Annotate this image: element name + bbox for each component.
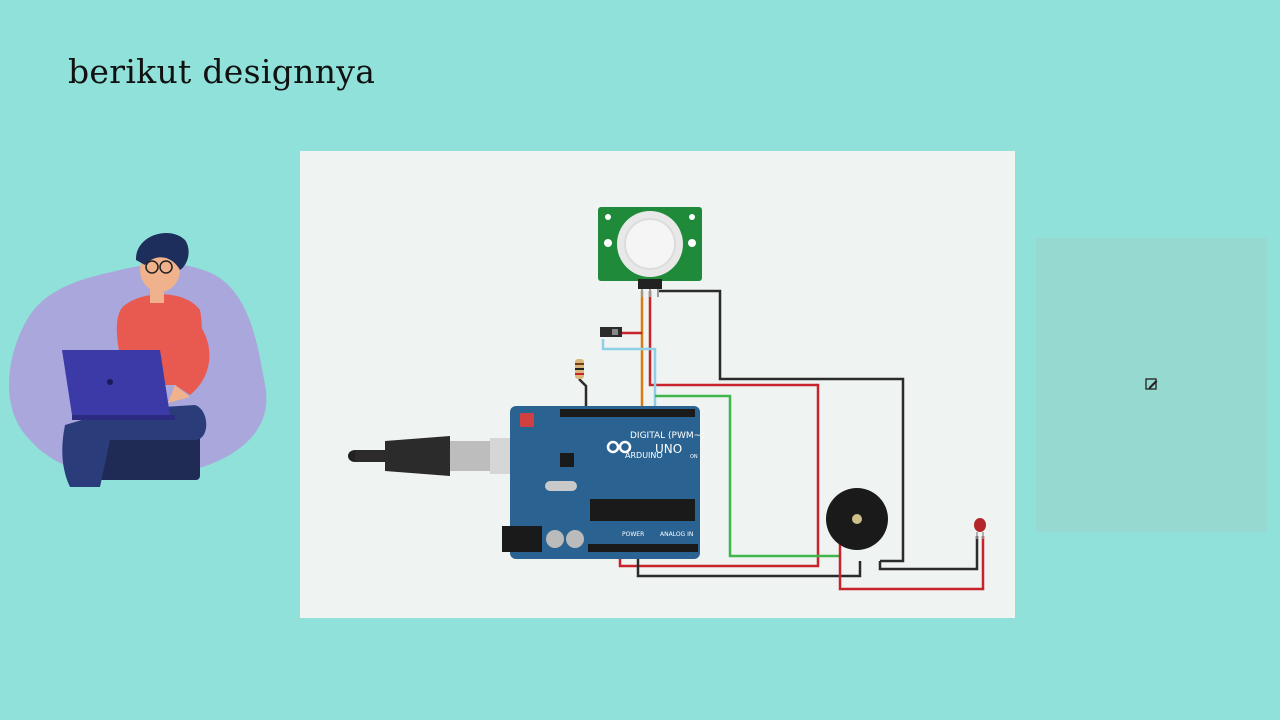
analog-in-label: ANALOG IN [660, 531, 693, 538]
arduino-model-label: UNO [655, 442, 682, 456]
person-with-laptop-illustration [9, 232, 267, 487]
wire-black-gnd [658, 289, 905, 563]
circuit-diagram: DIGITAL (PWM~) ARDUINO UNO ON POWER ANAL… [300, 151, 1015, 618]
resistor [575, 359, 584, 379]
arduino-uno-board: DIGITAL (PWM~) ARDUINO UNO ON POWER ANAL… [502, 406, 705, 559]
wire-red-vcc [618, 291, 820, 568]
wire-blue-resistor [601, 339, 657, 411]
wire-red-led [838, 536, 985, 591]
wire-black-board-gnd [636, 556, 862, 578]
arduino-brand-label: ARDUINO [625, 451, 663, 460]
power-label: POWER [622, 531, 644, 538]
image-edit-icon[interactable] [1145, 377, 1159, 391]
on-label: ON [690, 454, 698, 460]
red-led [974, 518, 986, 539]
pir-sensor [598, 207, 702, 297]
wire-black-resistor [578, 378, 588, 411]
slide-title: berikut designnya [68, 52, 376, 91]
wire-black-led [878, 536, 979, 571]
piezo-buzzer [826, 488, 888, 550]
digital-pwm-label: DIGITAL (PWM~) [630, 431, 705, 441]
wire-green-buzzer [655, 394, 840, 558]
slide-switch [600, 327, 622, 337]
